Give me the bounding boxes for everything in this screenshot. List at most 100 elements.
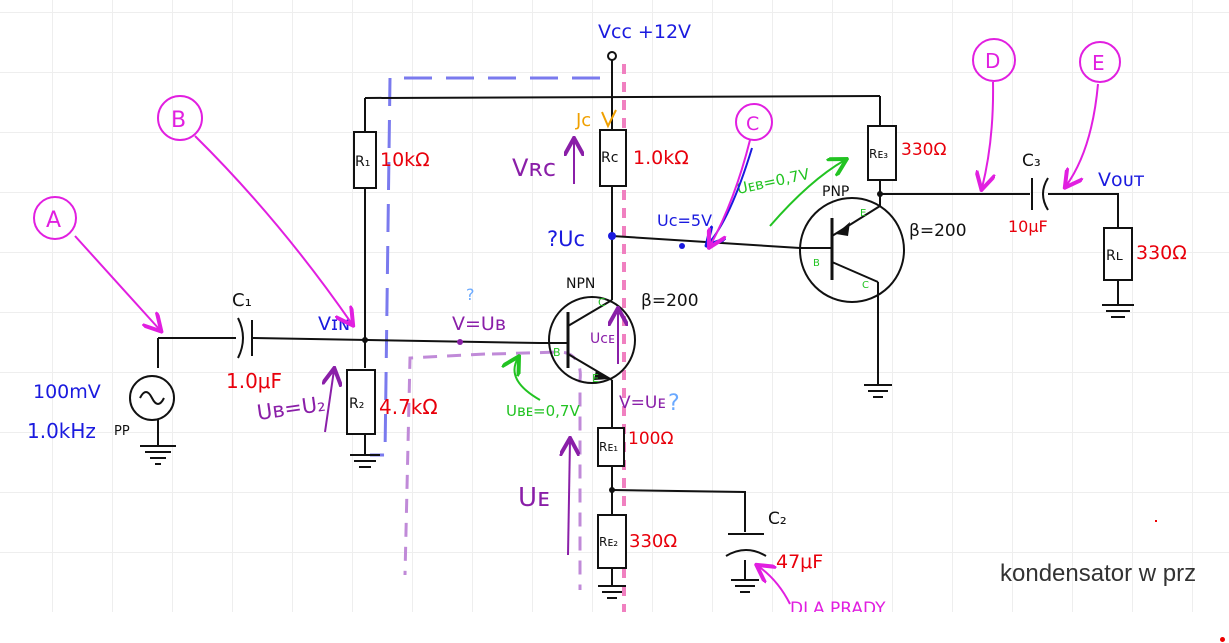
jc-label: Jᴄ (575, 110, 591, 131)
circuit-diagram: Vᴄᴄ +12V R₁ 10kΩ R₂ 4.7kΩ Rᴄ 1.0kΩ Rᴇ₁ 1… (27, 21, 1187, 612)
junction-b (457, 339, 463, 345)
source-amplitude: 100mV (33, 381, 101, 403)
r1-value: 10kΩ (380, 149, 430, 171)
ac-source[interactable] (129, 375, 175, 421)
junction-small (679, 243, 685, 249)
rl-value: 330Ω (1136, 242, 1187, 264)
pnp-pin-b: B (813, 258, 820, 269)
npn-transistor[interactable] (540, 296, 636, 384)
re2-name: Rᴇ₂ (599, 535, 618, 549)
marker-d-text: D (985, 49, 1000, 73)
vout-label: Vᴏᴜᴛ (1098, 169, 1145, 191)
re2-value: 330Ω (629, 531, 677, 552)
pnp-pin-e: E (860, 208, 866, 219)
arrow-e (1066, 83, 1099, 186)
re1-value: 100Ω (628, 429, 673, 449)
junction-out (877, 191, 883, 197)
vrc-label: Vʀᴄ (512, 154, 556, 182)
stray-dot (1155, 520, 1157, 522)
pnp-pin-c: C (862, 280, 869, 291)
capacitor-c3[interactable] (1031, 177, 1049, 211)
vub-label: V=Uʙ (452, 313, 506, 335)
uc-value: Uᴄ=5V (657, 211, 712, 230)
ueb-arrow (769, 160, 845, 227)
arrow-a (74, 235, 160, 330)
ube-label: Uʙᴇ=0,7V (506, 402, 580, 420)
uc-question: ?Uᴄ (547, 227, 585, 251)
rc-name: Rᴄ (601, 150, 618, 166)
npn-label: NPN (566, 276, 595, 292)
resistor-r2[interactable]: R₂ (346, 369, 376, 435)
c1-value: 1.0μF (226, 369, 282, 393)
ube-arrow (514, 358, 541, 401)
pnp-beta: β=200 (909, 221, 967, 241)
c3-name: C₃ (1022, 151, 1041, 171)
resistor-rl[interactable]: Rʟ (1103, 227, 1133, 281)
r2-name: R₂ (349, 396, 364, 412)
marker-d[interactable]: D (972, 38, 1016, 82)
rc-value: 1.0kΩ (633, 147, 689, 169)
junction-uc (608, 232, 616, 240)
recording-indicator-dot (1220, 637, 1225, 642)
vin-label: Vɪɴ (318, 313, 350, 335)
ub-u2-label: Uʙ=U₂ (255, 392, 327, 425)
resistor-re2[interactable]: Rᴇ₂ (597, 514, 627, 569)
vcc-terminal[interactable] (607, 51, 617, 61)
resistor-re1[interactable]: Rᴇ₁ (597, 427, 625, 467)
pnp-transistor[interactable] (799, 197, 905, 303)
c2-name: C₂ (768, 509, 787, 529)
capacitor-c1[interactable] (237, 317, 253, 359)
jc-arrow (601, 109, 617, 129)
question-b: ? (466, 285, 475, 304)
source-frequency: 1.0kHz (27, 419, 96, 443)
wires (157, 60, 1119, 586)
marker-b[interactable]: B (157, 95, 203, 141)
vcc-label: Vᴄᴄ +12V (598, 21, 691, 43)
dla-label: DLA PRADY (790, 599, 886, 612)
junction-vin (362, 337, 368, 343)
ground-icons (140, 304, 1134, 599)
junction-ce (609, 487, 615, 493)
resistor-r1[interactable]: R₁ (353, 131, 377, 189)
r2-value: 4.7kΩ (379, 395, 438, 419)
marker-a-text: A (46, 208, 61, 233)
arrow-dla (758, 566, 791, 605)
c2-value: 47μF (776, 551, 823, 573)
capacitor-c2[interactable] (725, 533, 767, 557)
vue-label: V=Uᴇ (619, 393, 666, 413)
pnp-label: PNP (822, 184, 849, 200)
bottom-strip (0, 612, 1229, 643)
marker-e[interactable]: E (1079, 41, 1121, 83)
arrow-d (982, 81, 993, 188)
ue-arrow (568, 440, 570, 556)
re3-name: Rᴇ₃ (869, 147, 888, 161)
marker-c-text: C (746, 113, 759, 135)
marker-e-text: E (1092, 51, 1105, 75)
resistor-rc[interactable]: Rᴄ (599, 129, 627, 187)
whiteboard-canvas[interactable]: Vᴄᴄ +12V R₁ 10kΩ R₂ 4.7kΩ Rᴄ 1.0kΩ Rᴇ₁ 1… (0, 0, 1229, 612)
question-e: ? (668, 391, 680, 416)
npn-pin-b: B (553, 346, 561, 359)
npn-pin-c: C (598, 296, 606, 309)
npn-pin-e: E (592, 372, 599, 385)
marker-c[interactable]: C (735, 103, 773, 141)
npn-beta: β=200 (641, 291, 699, 311)
ueb-label: Uᴇʙ=0,7V (735, 165, 812, 198)
ub-arrow (325, 370, 334, 433)
c1-name: C₁ (232, 290, 252, 311)
arrow-c (710, 139, 751, 246)
rl-name: Rʟ (1106, 248, 1123, 264)
c3-value: 10μF (1008, 217, 1048, 236)
source-pp: PP (114, 424, 130, 439)
ue-label: Uᴇ (518, 483, 550, 513)
marker-a[interactable]: A (33, 196, 77, 240)
note-text: kondensator w prz (1000, 560, 1197, 587)
re3-value: 330Ω (901, 140, 946, 160)
re1-name: Rᴇ₁ (599, 440, 618, 454)
r1-name: R₁ (355, 154, 370, 170)
resistor-re3[interactable]: Rᴇ₃ (867, 125, 897, 181)
arrow-b (194, 135, 352, 324)
uce-label: Uᴄᴇ (590, 331, 615, 347)
marker-b-text: B (171, 108, 186, 133)
dashed-purple-path (403, 350, 582, 590)
